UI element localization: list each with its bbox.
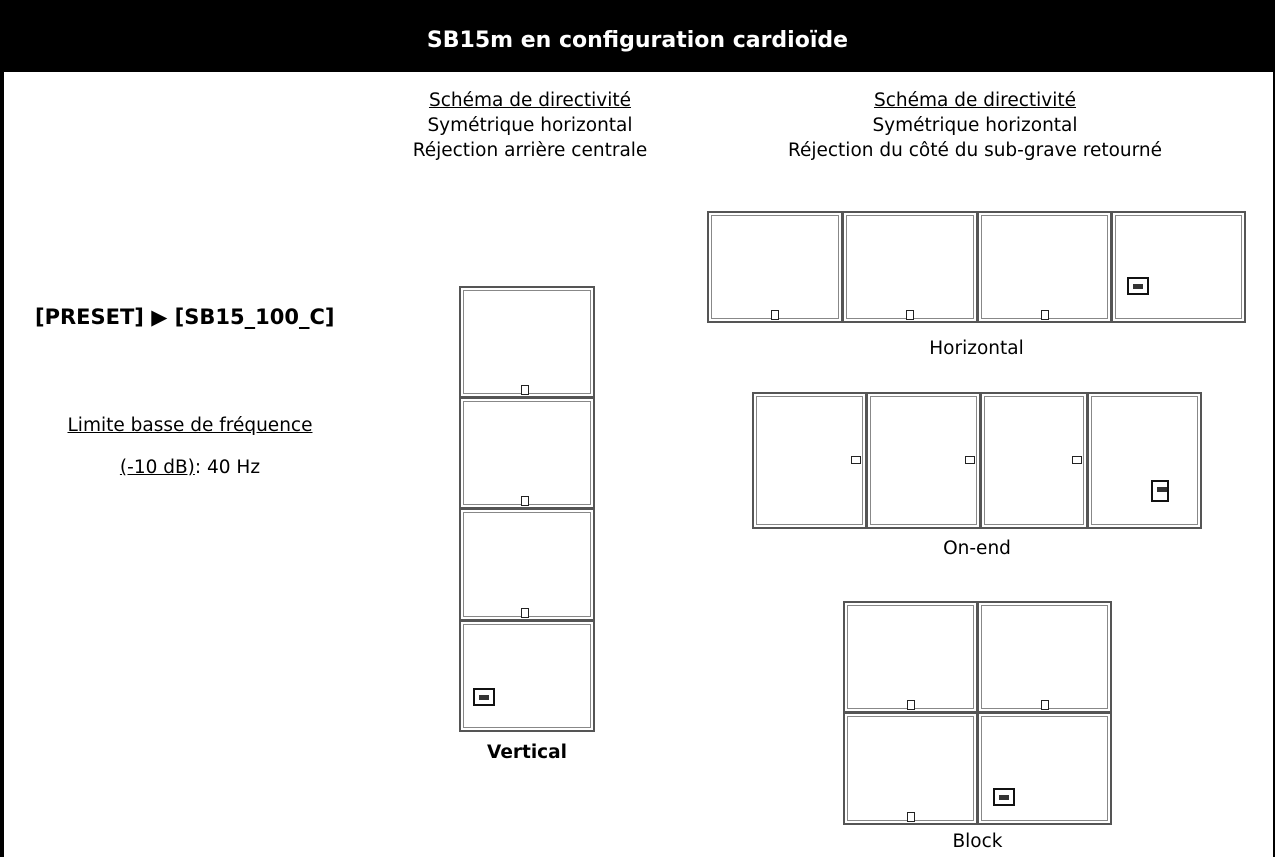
subwoofer-cabinet <box>459 397 595 509</box>
reversed-sub-icon <box>993 788 1015 806</box>
block-label: Block <box>952 831 1003 852</box>
right-line-2: Réjection du côté du sub-grave retourné <box>787 140 1163 161</box>
connector-icon <box>907 812 915 822</box>
frequency-db-label: (-10 dB) <box>119 457 195 478</box>
right-heading: Schéma de directivité <box>873 90 1077 111</box>
connector-icon <box>521 385 529 395</box>
right-border <box>1273 72 1275 857</box>
connector-icon <box>1041 310 1049 320</box>
page-title: SB15m en configuration cardioïde <box>0 0 1275 72</box>
right-line-1: Symétrique horizontal <box>872 115 1078 136</box>
connector-icon <box>906 310 914 320</box>
subwoofer-cabinet <box>980 392 1088 529</box>
vertical-label: Vertical <box>487 742 567 763</box>
subwoofer-cabinet <box>842 211 978 323</box>
subwoofer-cabinet <box>977 601 1112 713</box>
center-line-1: Symétrique horizontal <box>427 115 633 136</box>
reversed-sub-icon <box>1127 277 1149 295</box>
reversed-subwoofer-cabinet <box>459 620 595 732</box>
horizontal-label: Horizontal <box>929 338 1024 359</box>
connector-icon <box>1072 456 1082 464</box>
subwoofer-cabinet <box>707 211 843 323</box>
center-heading: Schéma de directivité <box>428 90 632 111</box>
connector-icon <box>907 700 915 710</box>
connector-icon <box>771 310 779 320</box>
connector-icon <box>521 496 529 506</box>
frequency-hz: : 40 Hz <box>194 457 261 478</box>
reversed-sub-icon <box>1151 480 1169 502</box>
subwoofer-cabinet <box>866 392 981 529</box>
connector-icon <box>965 456 975 464</box>
connector-icon <box>851 456 861 464</box>
preset-label: [PRESET] ▶ [SB15_100_C] <box>35 305 335 329</box>
reversed-subwoofer-cabinet <box>977 712 1112 825</box>
frequency-limit-value: (-10 dB): 40 Hz <box>30 456 350 480</box>
reversed-sub-icon <box>473 688 495 706</box>
frequency-limit-title: Limite basse de fréquence <box>67 415 313 436</box>
connector-icon <box>1041 700 1049 710</box>
center-line-2: Réjection arrière centrale <box>412 140 648 161</box>
onend-label: On-end <box>943 538 1011 559</box>
subwoofer-cabinet <box>752 392 867 529</box>
subwoofer-cabinet <box>459 286 595 398</box>
subwoofer-cabinet <box>977 211 1112 323</box>
subwoofer-cabinet <box>843 601 978 713</box>
subwoofer-cabinet <box>459 508 595 621</box>
connector-icon <box>521 608 529 618</box>
reversed-subwoofer-cabinet <box>1087 392 1202 529</box>
left-border <box>0 72 4 857</box>
reversed-subwoofer-cabinet <box>1111 211 1246 323</box>
subwoofer-cabinet <box>843 712 978 825</box>
